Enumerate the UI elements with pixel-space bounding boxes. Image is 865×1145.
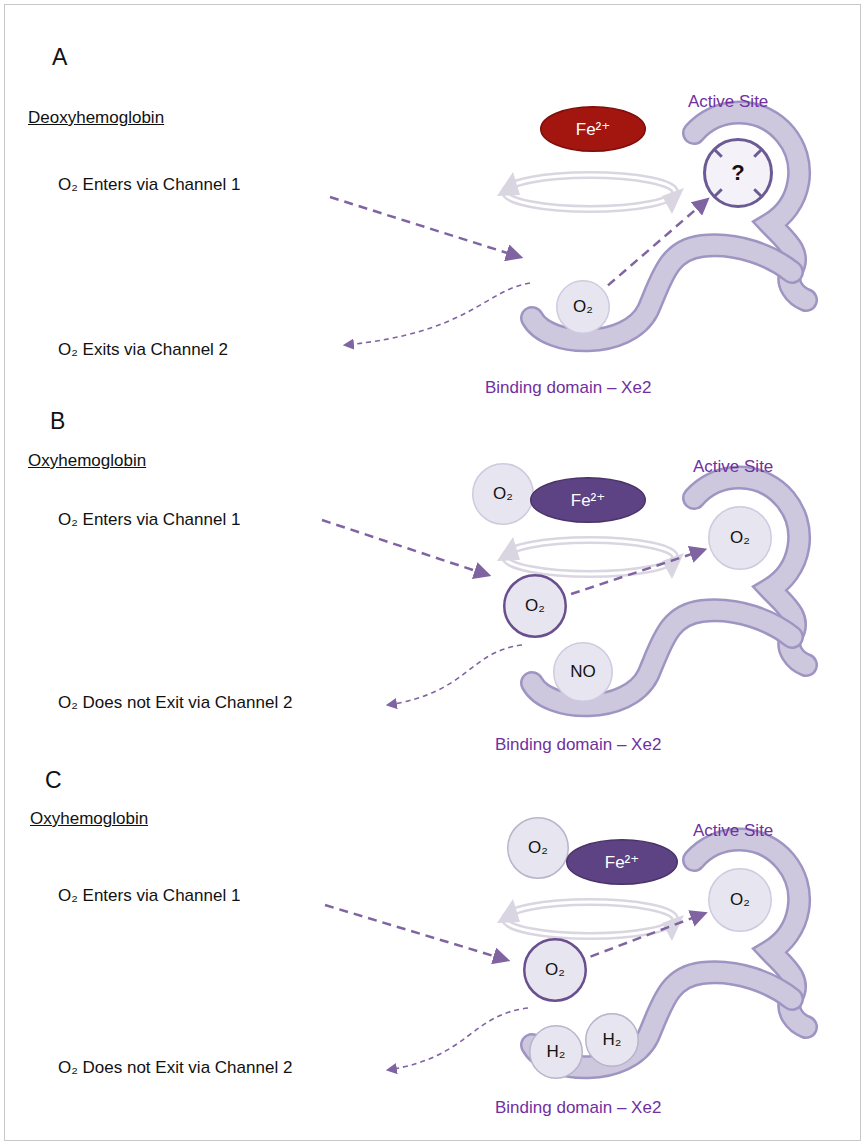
entry-arrow: [325, 905, 507, 960]
nitric-oxide-circle: NO: [553, 642, 613, 702]
site-tick: [754, 149, 762, 157]
node-shape: [531, 478, 646, 523]
node-shape: [530, 1026, 583, 1079]
exit-arrow: [345, 283, 530, 345]
node-text: O₂: [525, 596, 545, 616]
oxygen-circle: O₂: [503, 574, 567, 638]
node-shape: [554, 643, 613, 702]
node-shape: [524, 939, 586, 1001]
node-text: H₂: [547, 1042, 566, 1062]
oxygen-circle: O₂: [708, 868, 772, 932]
channel-note: O₂ Enters via Channel 1: [58, 510, 240, 530]
node-text: O₂: [730, 528, 750, 548]
site-tick: [714, 189, 722, 197]
exit-arrow: [388, 645, 522, 705]
panel-letter: B: [50, 408, 65, 435]
node-text: NO: [570, 662, 596, 682]
exit-arrow: [388, 1008, 528, 1070]
figure-border: [5, 5, 861, 1141]
node-shape: [473, 464, 534, 525]
node-text: H₂: [603, 1030, 622, 1050]
channel-note: O₂ Enters via Channel 1: [58, 175, 240, 195]
hydrogen-circle: H₂: [585, 1013, 639, 1067]
node-text: Fe²⁺: [571, 490, 605, 511]
node-shape: [705, 140, 772, 207]
iron-ellipse: Fe²⁺: [566, 839, 678, 885]
domain-label: Binding domain – Xe2: [495, 1098, 661, 1118]
node-shape: [567, 840, 678, 885]
state-title: Oxyhemoglobin: [30, 809, 148, 829]
channel-note: O₂ Exits via Channel 2: [58, 340, 228, 360]
iron-ellipse: Fe²⁺: [530, 477, 646, 523]
node-shape: [541, 107, 646, 152]
site-label: Active Site: [693, 457, 773, 477]
oxygen-circle: O₂: [556, 280, 610, 334]
panel-letter: C: [45, 767, 62, 794]
site-tick: [714, 149, 722, 157]
transfer-arrow: [591, 913, 705, 956]
node-shape: [709, 869, 772, 932]
protein-sketch: [497, 478, 806, 706]
node-shape: [586, 1014, 639, 1067]
state-title: Oxyhemoglobin: [28, 451, 146, 471]
oxygen-circle: O₂: [507, 817, 569, 879]
site-label: Active Site: [693, 821, 773, 841]
site-tick: [754, 189, 762, 197]
transfer-arrow: [608, 200, 707, 286]
channel-note: O₂ Does not Exit via Channel 2: [58, 1058, 292, 1078]
active-site-circle: ?: [703, 138, 773, 208]
iron-ellipse: Fe²⁺: [540, 106, 646, 152]
channel-note: O₂ Does not Exit via Channel 2: [58, 693, 292, 713]
transfer-arrow: [571, 550, 704, 594]
hydrogen-circle: H₂: [529, 1025, 583, 1079]
oxygen-circle: O₂: [523, 938, 587, 1002]
protein-sketch: [497, 113, 806, 341]
node-shape: [709, 507, 772, 570]
panel-letter: A: [52, 44, 67, 71]
node-text: O₂: [493, 484, 513, 504]
state-title: Deoxyhemoglobin: [28, 108, 164, 128]
node-text: O₂: [730, 890, 750, 910]
node-shape: [508, 818, 569, 879]
site-label: Active Site: [688, 92, 768, 112]
oxygen-circle: O₂: [472, 463, 534, 525]
channel-note: O₂ Enters via Channel 1: [58, 886, 240, 906]
node-text: O₂: [545, 960, 565, 980]
entry-arrow: [330, 197, 520, 257]
domain-label: Binding domain – Xe2: [485, 378, 651, 398]
node-shape: [504, 575, 566, 637]
oxygen-circle: O₂: [708, 506, 772, 570]
node-text: O₂: [528, 838, 548, 858]
node-text: Fe²⁺: [576, 119, 610, 140]
node-text: ?: [731, 160, 744, 186]
node-text: O₂: [573, 297, 593, 317]
node-text: Fe²⁺: [605, 852, 639, 873]
entry-arrow: [322, 520, 488, 575]
node-shape: [557, 281, 610, 334]
domain-label: Binding domain – Xe2: [495, 735, 661, 755]
